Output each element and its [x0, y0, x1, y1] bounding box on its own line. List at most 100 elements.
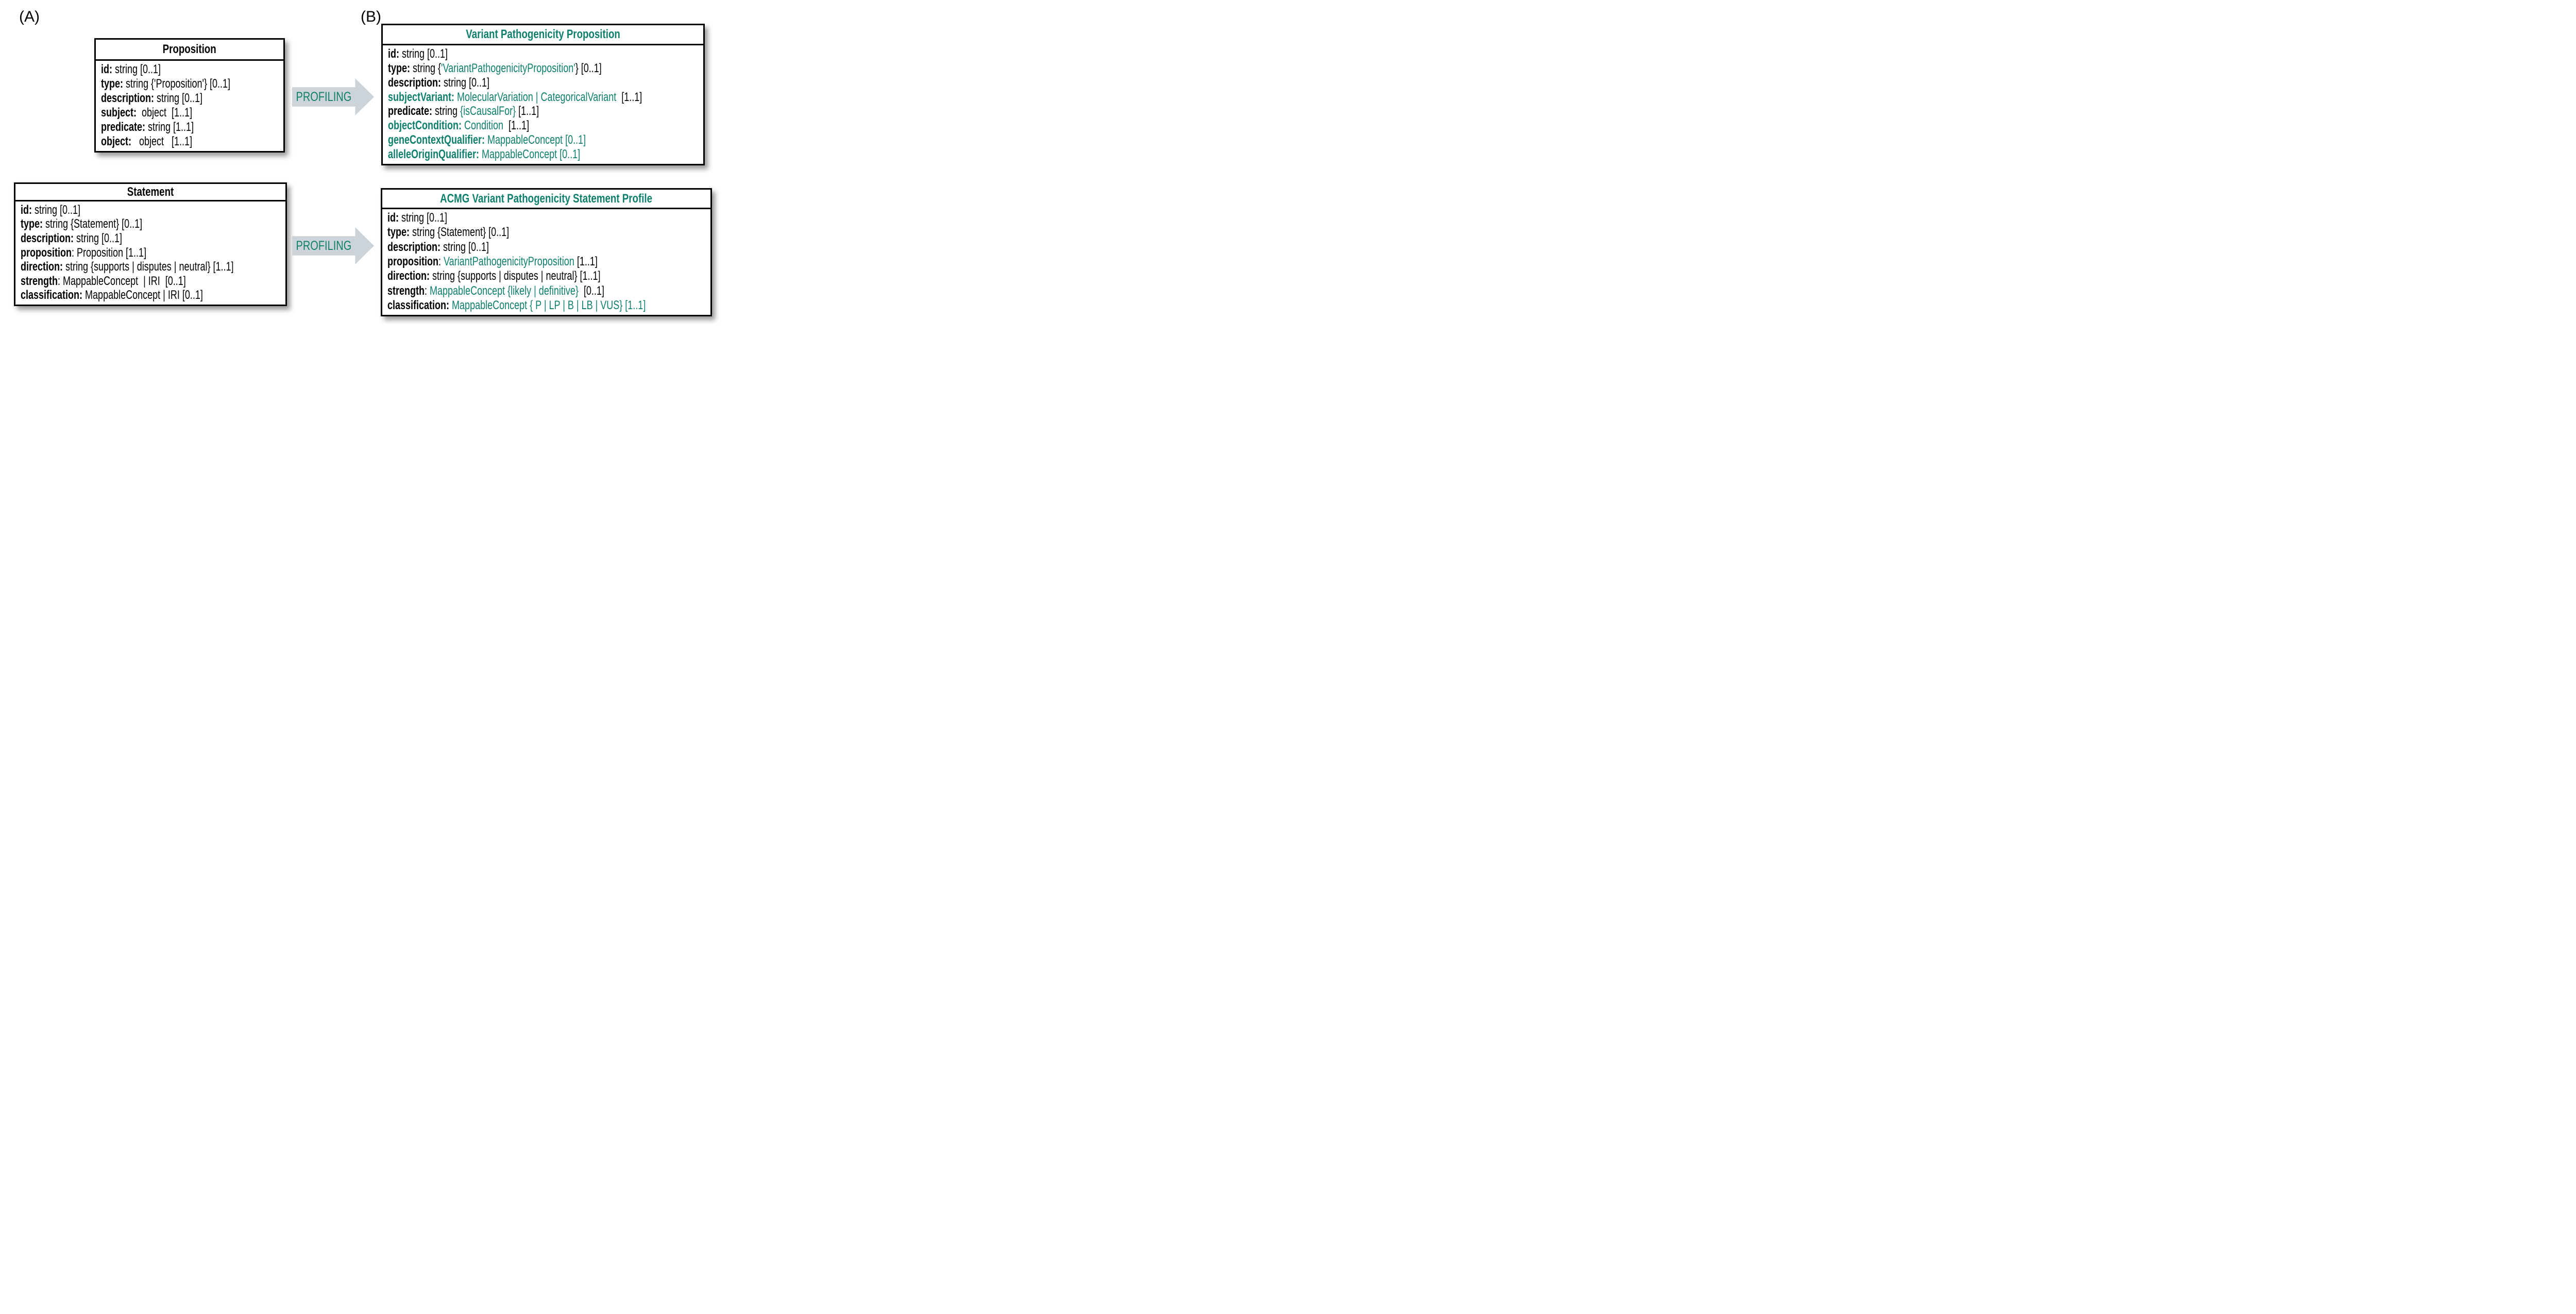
text-segment: } [0..1]: [575, 61, 602, 75]
attribute-row: classification: MappableConcept | IRI [0…: [15, 288, 285, 302]
text-segment: 'VariantPathogenicityProposition': [441, 61, 575, 75]
text-segment: string {supports | disputes | neutral} […: [430, 269, 601, 283]
variant-pathogenicity-proposition-title: Variant Pathogenicity Proposition: [383, 25, 703, 45]
attribute-row: geneContextQualifier: MappableConcept [0…: [383, 133, 703, 147]
text-segment: proposition: [21, 245, 72, 260]
attribute-row: subject: object [1..1]: [96, 106, 283, 120]
attribute-row: id: string [0..1]: [383, 47, 703, 61]
text-segment: string [0..1]: [31, 203, 81, 217]
attribute-row: description: string [0..1]: [383, 76, 703, 90]
text-segment: Variant Pathogenicity Proposition: [466, 27, 620, 41]
attribute-row: id: string [0..1]: [382, 211, 710, 225]
statement-title-text: Statement: [127, 186, 174, 198]
profiling-arrow-bottom: PROFILING: [292, 227, 374, 264]
panel-b-label: (B): [361, 8, 381, 25]
statement-class-box: Statement id: string [0..1]type: string …: [14, 182, 287, 306]
acmg-statement-profile-attributes: id: string [0..1]type: string {Statement…: [382, 209, 710, 315]
attribute-row: objectCondition: Condition [1..1]: [383, 119, 703, 133]
text-segment: string [0..1]: [74, 231, 123, 245]
attribute-row: direction: string {supports | disputes |…: [15, 260, 285, 274]
text-segment: type:: [387, 225, 410, 240]
text-segment: description:: [387, 240, 441, 254]
variant-pathogenicity-proposition-class-box: Variant Pathogenicity Proposition id: st…: [381, 24, 705, 165]
attribute-row: description: string [0..1]: [382, 240, 710, 255]
text-segment: Proposition: [162, 42, 216, 56]
panel-a-label: (A): [19, 8, 40, 25]
text-segment: strength: [387, 283, 425, 298]
attribute-row: subjectVariant: MolecularVariation | Cat…: [383, 90, 703, 105]
text-segment: MappableConcept {likely | definitive}: [430, 283, 579, 298]
text-segment: string {'Proposition'} [0..1]: [123, 77, 231, 91]
text-segment: type:: [21, 217, 43, 231]
text-segment: strength: [21, 274, 58, 288]
attribute-row: predicate: string {isCausalFor} [1..1]: [383, 105, 703, 119]
text-segment: id:: [21, 203, 32, 217]
text-segment: direction:: [21, 260, 63, 274]
text-segment: classification:: [387, 298, 450, 312]
attribute-row: type: string {'VariantPathogenicityPropo…: [383, 61, 703, 76]
text-segment: [1..1]: [574, 254, 598, 268]
attribute-row: type: string {Statement} [0..1]: [15, 217, 285, 232]
text-segment: description:: [388, 75, 442, 90]
text-segment: string [0..1]: [440, 240, 489, 254]
text-segment: [1..1]: [619, 90, 642, 104]
text-segment: Statement: [127, 184, 174, 199]
text-segment: [0..1]: [578, 283, 604, 298]
text-segment: VariantPathogenicityProposition: [443, 254, 574, 268]
attribute-row: id: string [0..1]: [15, 203, 285, 217]
text-segment: classification:: [21, 288, 83, 302]
text-segment: [1..1]: [506, 119, 530, 133]
text-segment: objectCondition:: [388, 119, 462, 133]
text-segment: object [1..1]: [131, 134, 193, 148]
proposition-class-box: Proposition id: string [0..1]type: strin…: [94, 38, 285, 153]
attribute-row: object: object [1..1]: [96, 134, 283, 149]
text-segment: subjectVariant:: [388, 90, 455, 104]
variant-pathogenicity-proposition-title-text: Variant Pathogenicity Proposition: [466, 28, 620, 41]
attribute-row: type: string {Statement} [0..1]: [382, 225, 710, 240]
text-segment: string {Statement} [0..1]: [410, 225, 510, 240]
text-segment: {isCausalFor}: [460, 104, 516, 119]
text-segment: description:: [21, 231, 74, 245]
proposition-title-text: Proposition: [163, 43, 216, 56]
variant-pathogenicity-proposition-attributes: id: string [0..1]type: string {'VariantP…: [383, 45, 703, 164]
attribute-row: predicate: string [1..1]: [96, 120, 283, 134]
proposition-title: Proposition: [96, 40, 283, 61]
attribute-row: description: string [0..1]: [15, 231, 285, 246]
text-segment: MappableConcept { P | LP | B | LB | VUS}: [449, 298, 623, 312]
text-segment: string [1..1]: [145, 120, 194, 134]
profiling-arrow-top-label: PROFILING: [296, 89, 352, 104]
attribute-row: description: string [0..1]: [96, 91, 283, 106]
text-segment: string {: [410, 61, 442, 75]
text-segment: string [0..1]: [398, 211, 448, 225]
text-segment: :: [438, 254, 444, 268]
text-segment: Condition: [461, 119, 506, 133]
statement-title: Statement: [15, 184, 285, 201]
text-segment: predicate:: [101, 120, 146, 134]
acmg-statement-profile-title-text: ACMG Variant Pathogenicity Statement Pro…: [440, 191, 653, 206]
text-segment: string [0..1]: [112, 62, 161, 76]
text-segment: object [1..1]: [137, 106, 193, 120]
text-segment: direction:: [387, 269, 430, 283]
text-segment: id:: [388, 46, 399, 61]
text-segment: type:: [101, 77, 124, 91]
acmg-statement-profile-class-box: ACMG Variant Pathogenicity Statement Pro…: [381, 188, 712, 316]
text-segment: type:: [388, 61, 411, 75]
statement-attributes: id: string [0..1]type: string {Statement…: [15, 201, 285, 305]
text-segment: :: [425, 283, 430, 298]
text-segment: string: [432, 104, 461, 119]
acmg-statement-profile-title: ACMG Variant Pathogenicity Statement Pro…: [382, 190, 710, 209]
text-segment: string {supports | disputes | neutral} […: [63, 260, 234, 274]
diagram-canvas: (A) (B) Proposition id: string [0..1]typ…: [0, 0, 723, 329]
text-segment: geneContextQualifier:: [388, 133, 485, 147]
attribute-row: proposition: VariantPathogenicityProposi…: [382, 255, 710, 269]
text-segment: MappableConcept [0..1]: [485, 133, 586, 147]
text-segment: MappableConcept [0..1]: [479, 147, 581, 162]
profiling-arrow-top: PROFILING: [292, 78, 374, 115]
attribute-row: type: string {'Proposition'} [0..1]: [96, 77, 283, 91]
attribute-row: id: string [0..1]: [96, 62, 283, 77]
text-segment: ACMG Variant Pathogenicity Statement Pro…: [440, 191, 653, 206]
text-segment: id:: [101, 62, 112, 76]
text-segment: : Proposition [1..1]: [71, 245, 147, 260]
proposition-attributes: id: string [0..1]type: string {'Proposit…: [96, 61, 283, 151]
text-segment: [1..1]: [516, 104, 539, 119]
